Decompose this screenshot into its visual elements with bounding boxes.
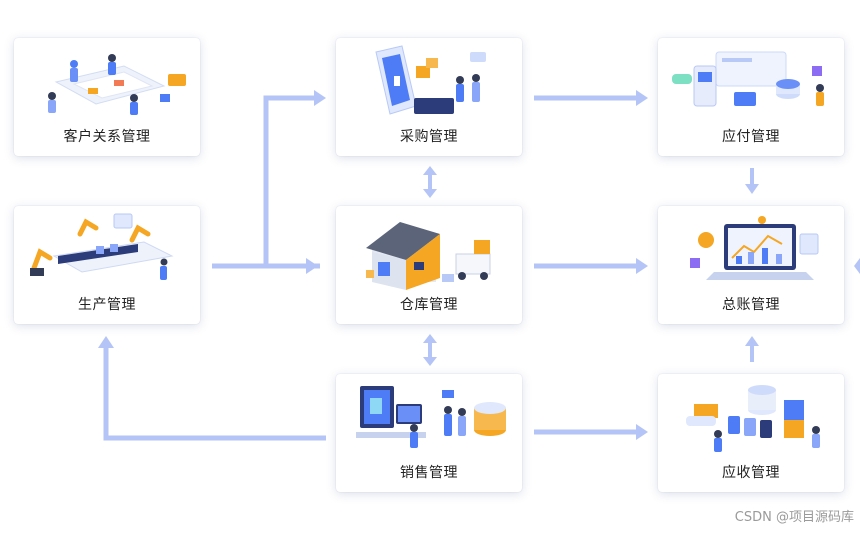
- arrowhead: [98, 336, 114, 348]
- arrow-sales-to-production: [103, 346, 326, 441]
- node-label: 采购管理: [400, 129, 458, 145]
- production-illustration: [30, 213, 174, 280]
- purchase-illustration: [375, 45, 486, 115]
- crm-illustration: [48, 54, 186, 115]
- node-label: 客户关系管理: [63, 129, 151, 145]
- arrow-production-to-purchase: [263, 95, 318, 266]
- node-label: 应收管理: [722, 465, 780, 481]
- arrowhead-edge: [854, 258, 860, 274]
- ledger-illustration: [690, 216, 819, 280]
- node-crm[interactable]: 客户关系管理: [14, 38, 200, 156]
- arrowhead: [306, 258, 318, 274]
- node-label: 应付管理: [722, 129, 780, 145]
- arrowhead: [314, 90, 326, 106]
- node-label: 仓库管理: [400, 297, 458, 313]
- node-label: 生产管理: [78, 297, 136, 313]
- node-receivable[interactable]: 应收管理: [658, 374, 844, 492]
- arrowhead: [636, 258, 648, 274]
- node-label: 销售管理: [400, 465, 458, 481]
- watermark: CSDN @项目源码库: [734, 510, 854, 525]
- payable-illustration: [672, 51, 824, 107]
- node-purchase[interactable]: 采购管理: [336, 38, 522, 156]
- node-production[interactable]: 生产管理: [14, 206, 200, 324]
- node-label: 总账管理: [722, 297, 780, 313]
- node-warehouse[interactable]: 仓库管理: [336, 206, 522, 324]
- arrowhead: [636, 424, 648, 440]
- node-ledger[interactable]: 总账管理: [658, 206, 844, 324]
- node-sales[interactable]: 销售管理: [336, 374, 522, 492]
- node-payable[interactable]: 应付管理: [658, 38, 844, 156]
- receivable-illustration: [686, 385, 820, 452]
- arrowhead: [636, 90, 648, 106]
- warehouse-illustration: [366, 222, 491, 290]
- sales-illustration: [356, 386, 506, 448]
